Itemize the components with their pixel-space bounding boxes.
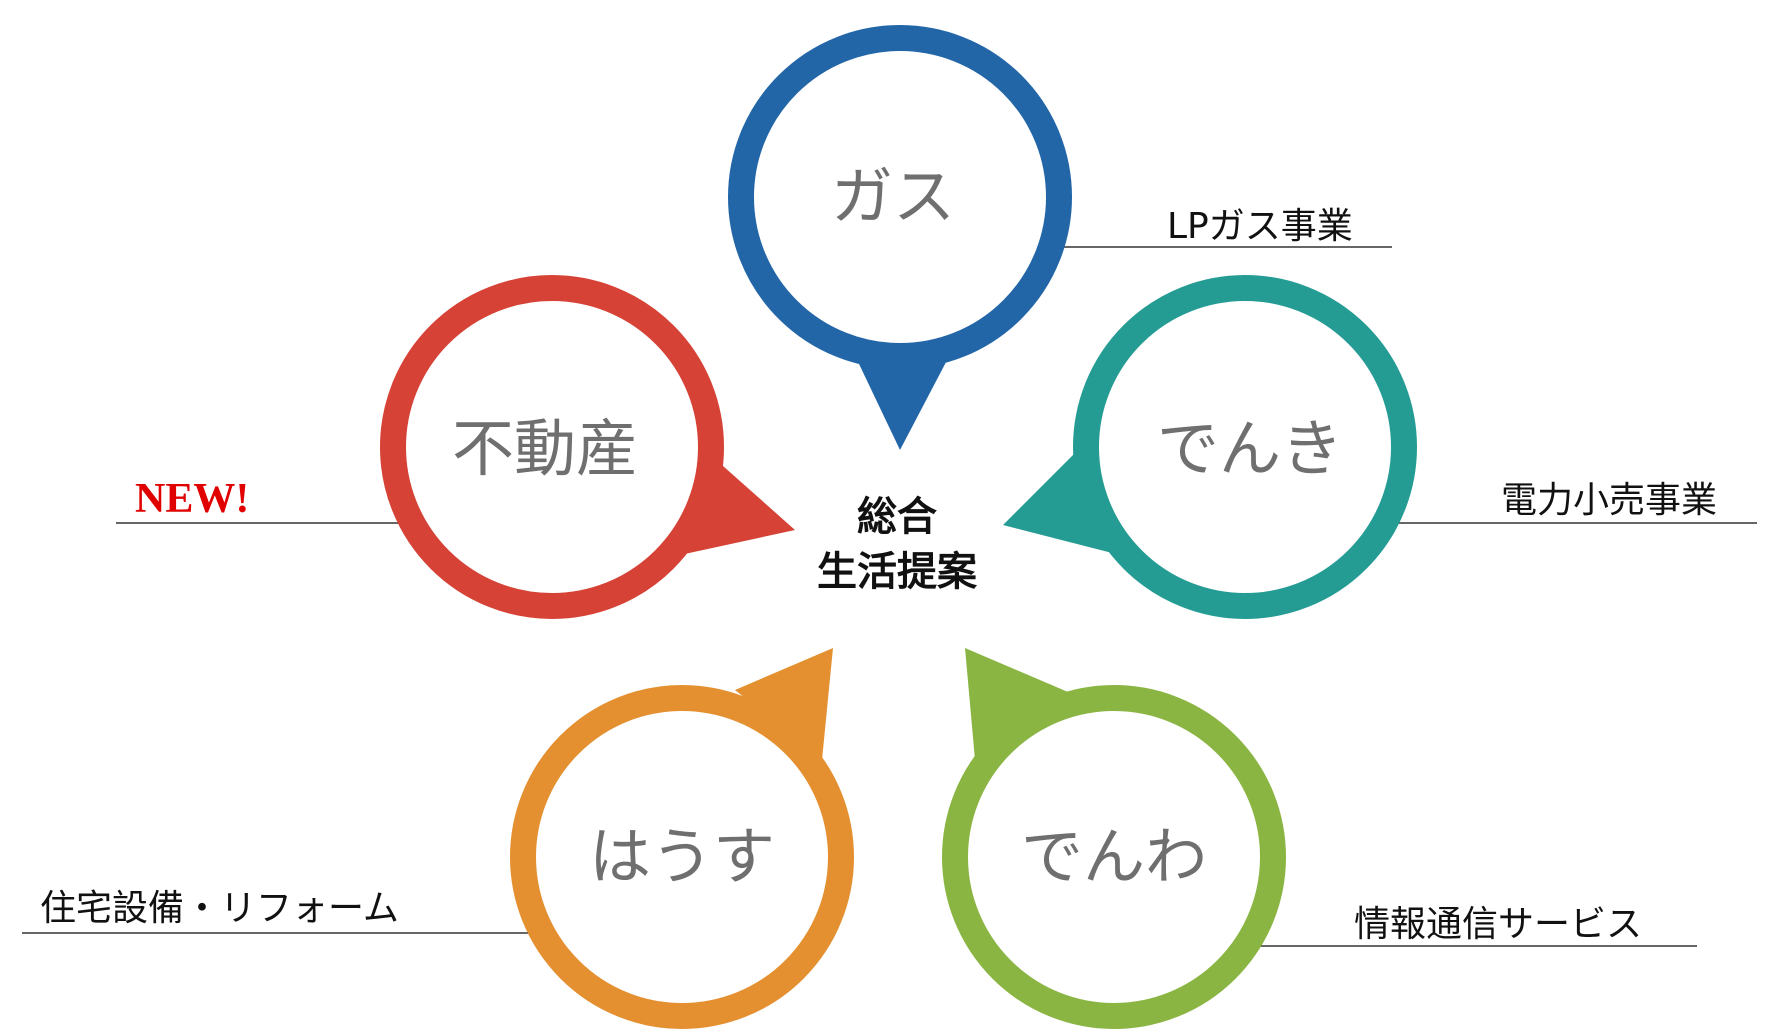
center-label: 総合 生活提案 xyxy=(817,494,978,595)
gas-label: LPガス事業 xyxy=(1167,206,1353,247)
house-label: 住宅設備・リフォーム xyxy=(40,888,399,929)
denwa-label: 情報通信サービス xyxy=(1354,904,1642,945)
node-gas[interactable]: ガス xyxy=(728,25,1072,450)
house-title: はうす xyxy=(589,820,775,893)
gas-pointer xyxy=(850,345,955,450)
denki-title: でんき xyxy=(1157,412,1343,485)
house-pointer xyxy=(735,648,833,760)
new-badge: NEW! xyxy=(135,476,249,522)
node-denwa[interactable]: でんわ xyxy=(942,648,1286,1029)
gas-ring xyxy=(728,25,1072,369)
node-house[interactable]: はうす xyxy=(510,648,854,1029)
denwa-ring xyxy=(942,685,1286,1029)
gas-title: ガス xyxy=(831,160,955,233)
node-denki[interactable]: でんき xyxy=(1003,275,1417,619)
denki-ring xyxy=(1073,275,1417,619)
center-line2: 生活提案 xyxy=(817,549,978,595)
denwa-pointer xyxy=(965,648,1075,760)
center-line1: 総合 xyxy=(857,494,937,540)
denwa-title: でんわ xyxy=(1021,820,1207,893)
denki-label: 電力小売事業 xyxy=(1501,480,1717,521)
house-ring xyxy=(510,685,854,1029)
node-realestate[interactable]: 不動産 xyxy=(380,275,795,619)
realestate-title: 不動産 xyxy=(452,412,638,485)
realestate-ring xyxy=(380,275,724,619)
denki-pointer xyxy=(1003,448,1120,555)
